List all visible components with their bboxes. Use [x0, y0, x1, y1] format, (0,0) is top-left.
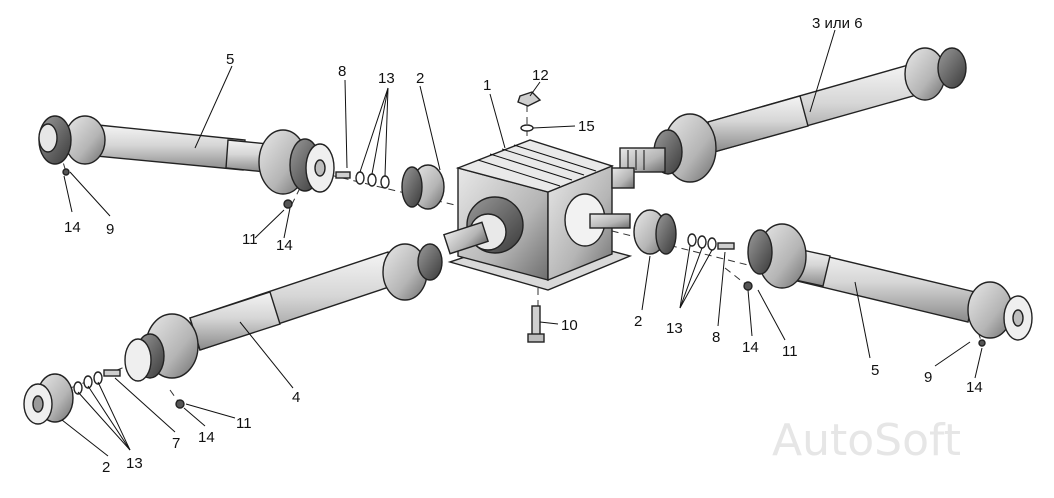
coupling-2-top — [401, 164, 445, 210]
callout-labels: 5 8 13 2 1 12 15 3 или 6 14 9 11 14 10 2… — [64, 15, 983, 476]
callout-3-or-6: 3 или 6 — [812, 15, 863, 32]
callout-12: 12 — [532, 67, 549, 84]
callout-15: 15 — [578, 118, 595, 135]
callout-11-mid: 11 — [242, 231, 258, 248]
callout-14-far-right: 14 — [966, 379, 983, 396]
callout-1: 1 — [483, 77, 491, 94]
callout-13-bottom: 13 — [126, 455, 143, 472]
cardan-shaft-5-right — [747, 223, 1033, 341]
callout-2-top: 2 — [416, 70, 424, 87]
callout-4: 4 — [292, 389, 300, 406]
callout-14-right: 14 — [742, 339, 759, 356]
coupling-2-mid — [633, 209, 677, 255]
callout-9-left: 9 — [106, 221, 114, 238]
callout-13-mid: 13 — [666, 320, 683, 337]
callout-14-mid: 14 — [276, 237, 293, 254]
callout-14-left: 14 — [64, 219, 81, 236]
cardan-shaft-3-or-6 — [619, 47, 967, 183]
callout-11-bottom: 11 — [236, 415, 252, 432]
cardan-shaft-5-left — [38, 115, 335, 195]
watermark-text: AutoSoft — [772, 415, 961, 466]
callout-5-right: 5 — [871, 362, 879, 379]
callout-9-right: 9 — [924, 369, 932, 386]
callout-11-right: 11 — [782, 343, 798, 360]
coupling-2-bottom — [23, 373, 74, 425]
callout-13-top: 13 — [378, 70, 395, 87]
callout-8-mid: 8 — [712, 329, 720, 346]
leader-lines — [61, 29, 983, 457]
callout-5-left: 5 — [226, 51, 234, 68]
callout-14-bottom: 14 — [198, 429, 215, 446]
callout-7: 7 — [172, 435, 180, 452]
callout-10: 10 — [561, 317, 578, 334]
callout-8-top: 8 — [338, 63, 346, 80]
callout-2-bottom: 2 — [102, 459, 110, 476]
cardan-shaft-4 — [124, 243, 443, 382]
callout-2-mid: 2 — [634, 313, 642, 330]
gearbox-1 — [443, 139, 635, 291]
